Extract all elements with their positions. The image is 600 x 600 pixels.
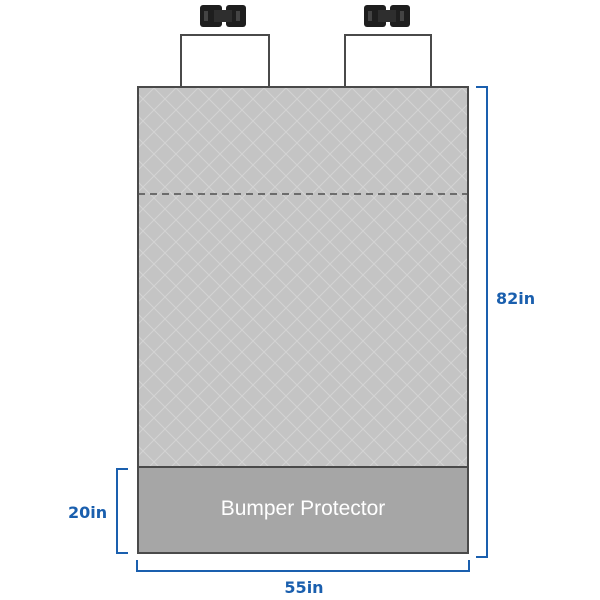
- height-dimension: [476, 86, 488, 558]
- width-dimension: [136, 560, 470, 572]
- height-label: 82in: [496, 289, 535, 308]
- bumper-height-dimension: [116, 468, 128, 554]
- right-headrest-strap: [344, 34, 432, 88]
- bumper-height-label: 20in: [68, 503, 107, 522]
- left-buckle-icon: [200, 5, 246, 27]
- bumper-label: Bumper Protector: [221, 497, 386, 520]
- left-headrest-strap: [180, 34, 270, 88]
- width-label: 55in: [284, 578, 323, 597]
- right-buckle-icon: [364, 5, 410, 27]
- bumper-protector: Bumper Protector: [137, 466, 469, 554]
